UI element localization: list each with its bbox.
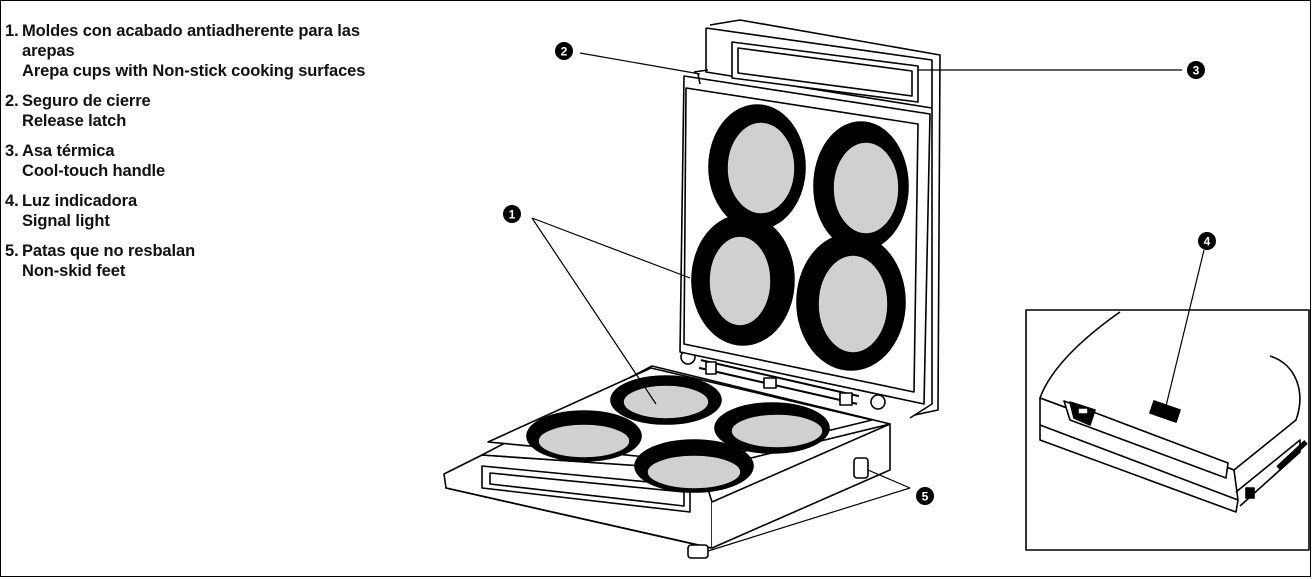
part-number: 2. bbox=[5, 92, 19, 110]
callout-5: 5 bbox=[916, 487, 934, 505]
part-label-en: Signal light bbox=[22, 212, 110, 230]
part-label-es: Luz indicadora bbox=[22, 192, 138, 210]
part-label-es: Moldes con acabado antiadherente para la… bbox=[22, 22, 360, 60]
bottom-cups bbox=[526, 375, 830, 493]
leader-lines bbox=[531, 52, 1205, 552]
hinge bbox=[680, 349, 886, 410]
parts-legend: 1. Moldes con acabado antiadherente para… bbox=[5, 21, 405, 291]
part-label-en: Cool-touch handle bbox=[22, 162, 166, 180]
callout-4: 4 bbox=[1198, 232, 1216, 250]
part-label-es: Asa térmica bbox=[22, 142, 115, 160]
part-label-en: Release latch bbox=[22, 112, 127, 130]
svg-text:2: 2 bbox=[561, 45, 568, 59]
part-item-4: 4. Luz indicadora Signal light bbox=[5, 191, 405, 231]
part-label-es: Patas que no resbalan bbox=[22, 242, 196, 260]
part-number: 5. bbox=[5, 242, 19, 260]
top-cups bbox=[691, 104, 909, 371]
part-item-2: 2. Seguro de cierre Release latch bbox=[5, 91, 405, 131]
part-label-es: Seguro de cierre bbox=[22, 92, 151, 110]
part-item-3: 3. Asa térmica Cool-touch handle bbox=[5, 141, 405, 181]
non-skid-feet bbox=[687, 457, 869, 559]
part-label-en: Non-skid feet bbox=[22, 262, 126, 280]
svg-text:4: 4 bbox=[1204, 235, 1211, 249]
part-number: 1. bbox=[5, 22, 19, 40]
callout-1: 1 bbox=[503, 205, 521, 223]
svg-text:1: 1 bbox=[509, 208, 516, 222]
part-number: 3. bbox=[5, 142, 19, 160]
svg-text:3: 3 bbox=[1193, 64, 1200, 78]
part-number: 4. bbox=[5, 192, 19, 210]
svg-text:5: 5 bbox=[922, 490, 929, 504]
callout-3: 3 bbox=[1187, 61, 1205, 79]
part-item-1: 1. Moldes con acabado antiadherente para… bbox=[5, 21, 405, 81]
part-label-en: Arepa cups with Non-stick cooking surfac… bbox=[22, 62, 366, 80]
callout-2: 2 bbox=[555, 42, 573, 60]
signal-light-inset bbox=[1025, 309, 1310, 551]
part-item-5: 5. Patas que no resbalan Non-skid feet bbox=[5, 241, 405, 281]
